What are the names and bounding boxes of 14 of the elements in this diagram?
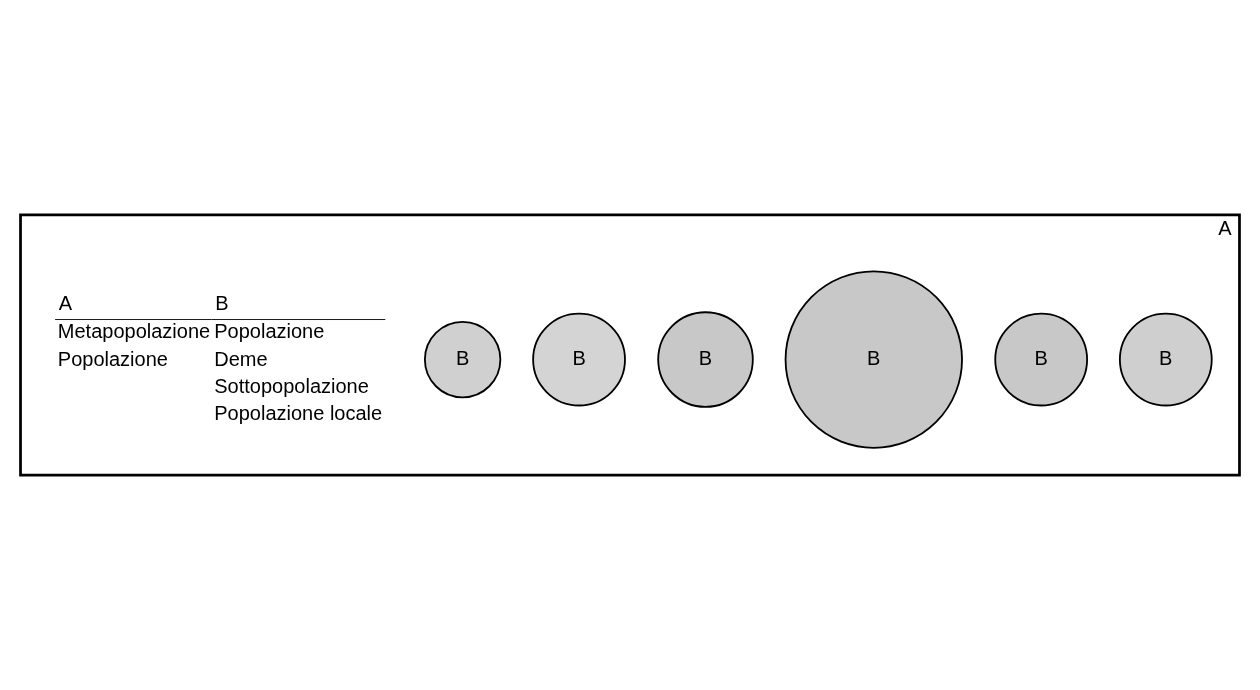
- node-circle: B: [994, 312, 1088, 407]
- node-circle: B: [784, 270, 963, 449]
- label: Sottopopolazione: [214, 374, 369, 397]
- node-circle: B: [1118, 312, 1213, 407]
- label: A: [58, 292, 73, 315]
- label: Metapopolazione: [57, 320, 211, 343]
- label: Popolazione: [57, 347, 168, 370]
- label: B: [215, 292, 229, 315]
- label: Popolazione locale: [214, 402, 383, 425]
- node-circle: B: [657, 311, 754, 408]
- label: Popolazione: [214, 320, 325, 343]
- label: Deme: [214, 347, 268, 370]
- node-circle: B: [423, 320, 502, 399]
- node-circle: B: [532, 312, 626, 407]
